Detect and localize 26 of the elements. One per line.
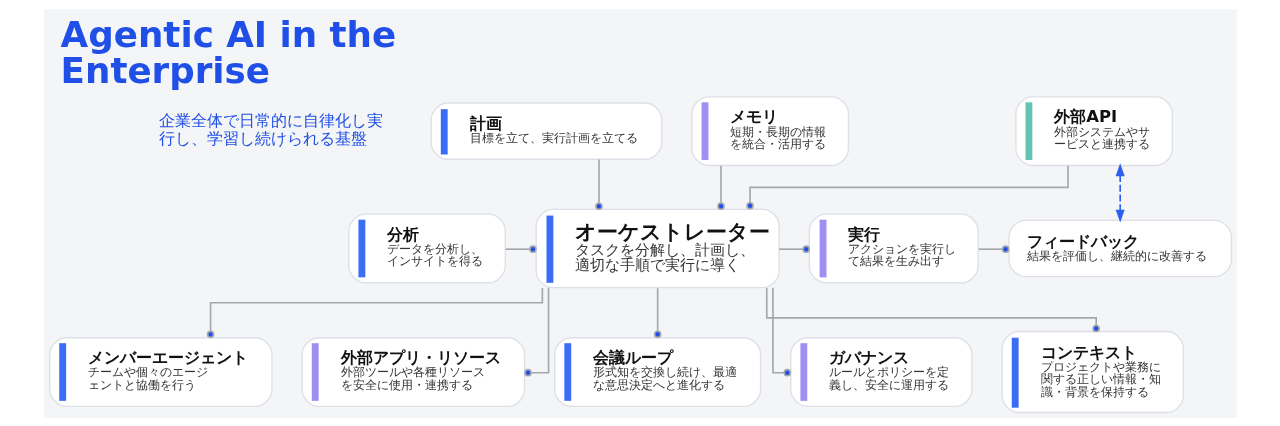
- arrow: [1115, 162, 1125, 223]
- node-box: フィードバック 結果を評価し、継続的に改善する: [1007, 219, 1232, 277]
- node-box: オーケストレーター タスクを分解し、計画し、適切な手順で実行に導く: [535, 208, 780, 288]
- node-box: 計画 目標を立て、実行計画を立てる: [430, 101, 662, 160]
- node-box: 外部アプリ・リソース 外部ツールや各種リソースを安全に使用・連携する: [301, 336, 525, 407]
- diagram-title: Agentic AI in the Enterprise: [60, 13, 396, 91]
- connector: [523, 286, 549, 377]
- connector: [653, 286, 661, 338]
- node-box: メンバーエージェント チームや個々のエージェントと協働を行う: [48, 336, 273, 407]
- connector: [716, 164, 725, 210]
- connector: [765, 286, 1100, 332]
- label: 企業全体で日常的に自律化し実行し、学習し続けられる基盤: [158, 110, 383, 148]
- node-box: 会議ループ 形式知を交換し続け、最適な意思決定へと進化する: [553, 336, 761, 407]
- node-box: 外部API 外部システムやサービスと連携する: [1014, 95, 1173, 166]
- connector: [206, 286, 543, 338]
- node-box: コンテキスト プロジェクトや業務に関する正しい情報・知識・背景を保持する: [1000, 330, 1184, 413]
- connector: [504, 244, 537, 253]
- connector: [977, 244, 1009, 253]
- connector: [771, 286, 791, 377]
- node-box: ガバナンス ルールとポリシーを定義し、安全に運用する: [789, 336, 973, 407]
- node-box: メモリ 短期・長期の情報を統合・活用する: [690, 95, 849, 166]
- connector: [594, 158, 603, 210]
- connector: [777, 244, 810, 253]
- connector: [745, 164, 1069, 210]
- node-box: 実行 アクションを実行して結果を生み出す: [808, 213, 979, 283]
- node-box: 分析 データを分析し、インサイトを得る: [347, 213, 506, 283]
